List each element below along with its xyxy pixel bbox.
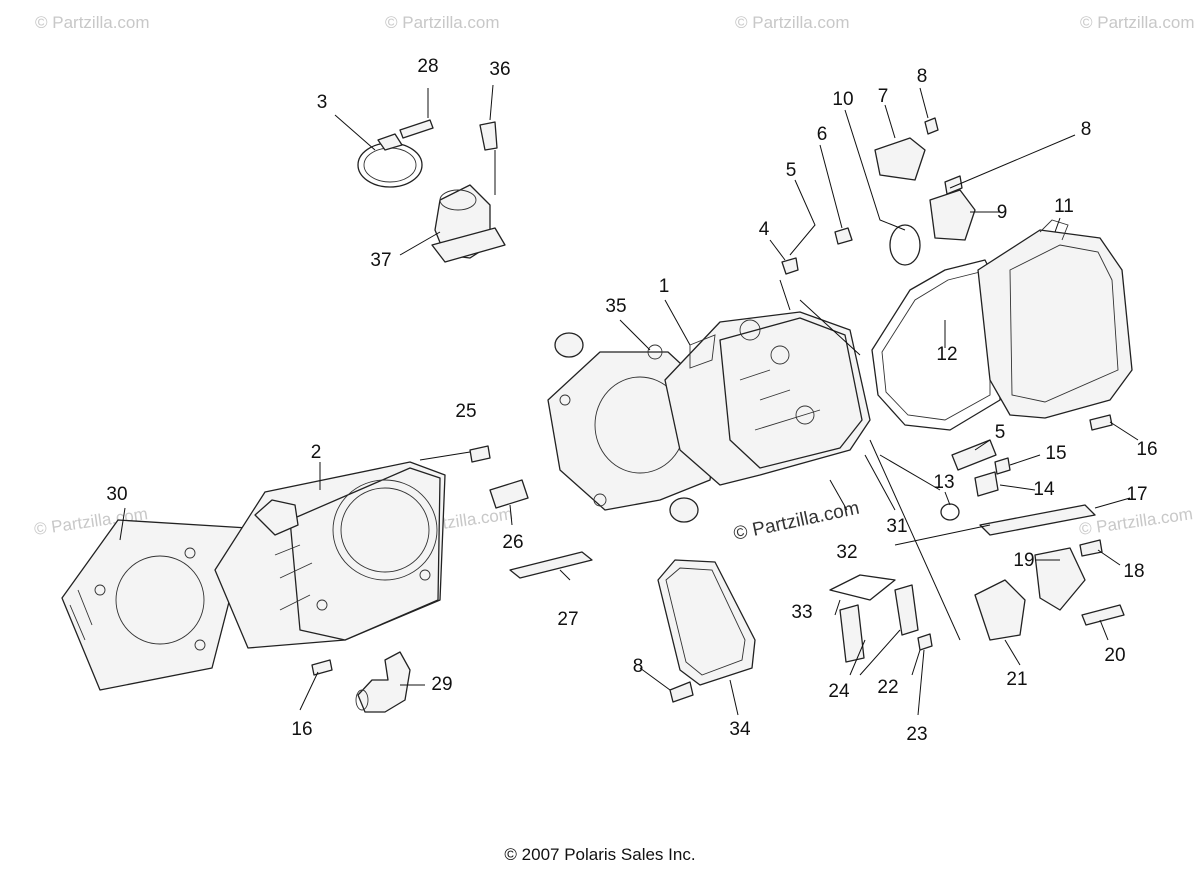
callout-8-top: 8 (917, 66, 928, 87)
callout-4: 4 (759, 219, 770, 240)
callout-7: 7 (878, 86, 889, 107)
part-2-cylinder (214, 461, 446, 649)
part-24-spring-right (894, 584, 919, 636)
callout-28: 28 (417, 56, 438, 77)
part-15-nut (994, 457, 1011, 475)
callout-30: 30 (106, 484, 127, 505)
callout-8-right: 8 (1081, 119, 1092, 140)
callout-2: 2 (311, 442, 322, 463)
callout-14: 14 (1033, 479, 1055, 500)
leader-lines (119, 84, 1139, 716)
part-37-intake-boot (431, 184, 506, 263)
part-21-bracket (974, 579, 1026, 641)
part-14-plug (974, 471, 999, 497)
part-16-bolt-left (311, 659, 333, 676)
watermark-top-3: © Partzilla.com (735, 13, 850, 32)
callout-32: 32 (836, 542, 857, 563)
callout-16-right: 16 (1136, 439, 1157, 460)
callout-21: 21 (1006, 669, 1027, 690)
part-4-dowel (781, 257, 799, 275)
part-13-washer (940, 503, 960, 521)
callout-16-left: 16 (291, 719, 312, 740)
part-20-bolt (1081, 604, 1125, 626)
part-10-seal (889, 224, 921, 266)
copyright-footer: © 2007 Polaris Sales Inc. (504, 845, 696, 864)
part-8-bolt-lower (669, 681, 694, 703)
callout-20: 20 (1104, 645, 1125, 666)
callout-36: 36 (489, 59, 510, 80)
watermark-center: © Partzilla.com (732, 498, 862, 545)
part-22-spring-clip (917, 633, 933, 651)
callout-9: 9 (997, 202, 1008, 223)
callout-22: 22 (877, 677, 898, 698)
callout-3: 3 (317, 92, 328, 113)
callout-23: 23 (906, 724, 927, 745)
callout-10: 10 (832, 89, 853, 110)
watermark-top-right: © Partzilla.com (1080, 13, 1195, 32)
fasteners (311, 117, 1125, 703)
part-29-elbow-fitting (355, 651, 411, 713)
part-6-nut (834, 227, 853, 245)
callout-5-top: 5 (786, 160, 797, 181)
callout-31: 31 (886, 516, 907, 537)
part-7-thermostat-housing (874, 137, 926, 181)
callout-24: 24 (828, 681, 850, 702)
part-16-bolt-right (1089, 414, 1113, 431)
callout-18: 18 (1123, 561, 1144, 582)
part-5-stud (951, 439, 997, 471)
callout-15: 15 (1045, 443, 1066, 464)
part-3-clamp (357, 133, 423, 188)
part-34-side-cover (657, 559, 756, 686)
callout-17: 17 (1126, 484, 1147, 505)
callout-33: 33 (791, 602, 812, 623)
part-19-bracket (1034, 547, 1086, 611)
part-30-base-gasket (61, 519, 249, 691)
callout-11: 11 (1054, 196, 1074, 217)
part-18-bolt (1079, 539, 1103, 557)
part-1-cylinder-head (664, 311, 871, 486)
part-27-bolt (509, 551, 593, 579)
callout-37: 37 (370, 250, 391, 271)
part-25-dowel (469, 445, 491, 463)
part-26-stud (489, 479, 529, 509)
callout-34: 34 (729, 719, 751, 740)
callout-5-bottom: 5 (995, 422, 1006, 443)
callout-12: 12 (936, 344, 957, 365)
part-11-valve-cover (977, 219, 1133, 419)
part-8-bolt-right (944, 175, 963, 195)
part-33-gasket (829, 574, 896, 601)
part-36-bolt (479, 121, 498, 151)
callout-25: 25 (455, 401, 476, 422)
watermark-top-left: © Partzilla.com (35, 13, 150, 32)
callout-labels: 1 2 3 4 5 5 6 7 8 8 8 9 10 11 12 13 14 1… (106, 56, 1157, 745)
part-28-screw (399, 119, 434, 139)
watermark-right: © Partzilla.com (1078, 504, 1194, 539)
callout-26: 26 (502, 532, 523, 553)
part-17-bolt (979, 504, 1096, 536)
part-24-spring-left (839, 604, 865, 663)
callout-29: 29 (431, 674, 452, 695)
watermark-top-2: © Partzilla.com (385, 13, 500, 32)
callout-1: 1 (659, 276, 670, 297)
callout-6: 6 (817, 124, 828, 145)
part-8-bolt-top (924, 117, 939, 135)
part-9-water-outlet (929, 189, 976, 241)
callout-27: 27 (557, 609, 578, 630)
callout-35: 35 (605, 296, 626, 317)
callout-13: 13 (933, 472, 954, 493)
callout-19: 19 (1013, 550, 1034, 571)
callout-8-lower: 8 (633, 656, 644, 677)
